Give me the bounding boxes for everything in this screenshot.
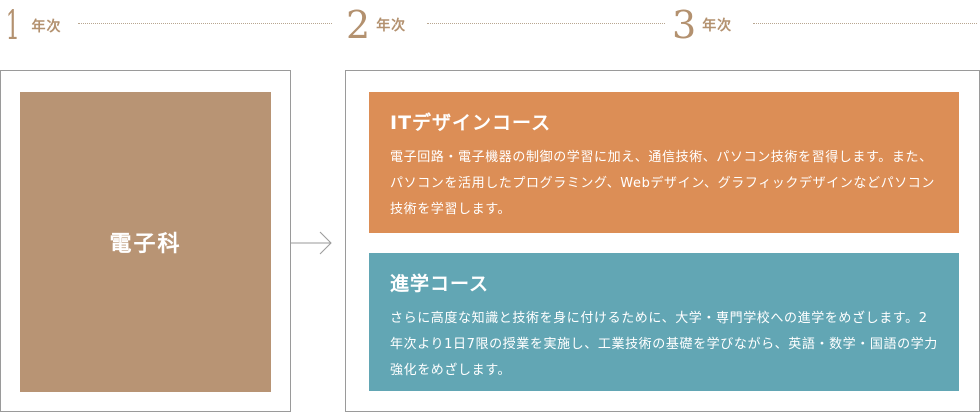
arrow-right-icon [290,231,332,255]
department-card: 電子科 [20,92,271,392]
course-title: 進学コース [390,273,490,295]
department-name: 電子科 [109,232,182,257]
course-panel: ITデザインコース 電子回路・電子機器の制御の学習に加え、通信技術、パソコン技術… [345,70,980,412]
year-1-label: 年次 [31,19,62,35]
year-2-marker: 2 年次 [346,6,406,44]
year-2-number: 2 [346,3,371,47]
year-timeline: 1 年次 2 年次 3 年次 [0,0,980,50]
year-3-marker: 3 年次 [672,6,732,44]
timeline-divider [78,23,332,24]
year-1-panel: 電子科 [0,70,291,412]
course-card-advancement: 進学コース さらに高度な知識と技術を身に付けるために、大学・専門学校への進学をめ… [369,253,959,391]
year-3-label: 年次 [702,18,733,34]
timeline-divider [427,23,665,24]
course-card-it-design: ITデザインコース 電子回路・電子機器の制御の学習に加え、通信技術、パソコン技術… [369,92,959,233]
course-title: ITデザインコース [390,112,552,134]
course-description: 電子回路・電子機器の制御の学習に加え、通信技術、パソコン技術を習得します。また、… [390,150,935,217]
timeline-divider [753,23,977,24]
course-description: さらに高度な知識と技術を身に付けるために、大学・専門学校への進学をめざします。2… [390,311,938,378]
year-1-number: 1 [5,3,20,49]
year-1-marker: 1 年次 [0,6,61,46]
year-3-number: 3 [672,3,697,47]
year-2-label: 年次 [376,18,407,34]
